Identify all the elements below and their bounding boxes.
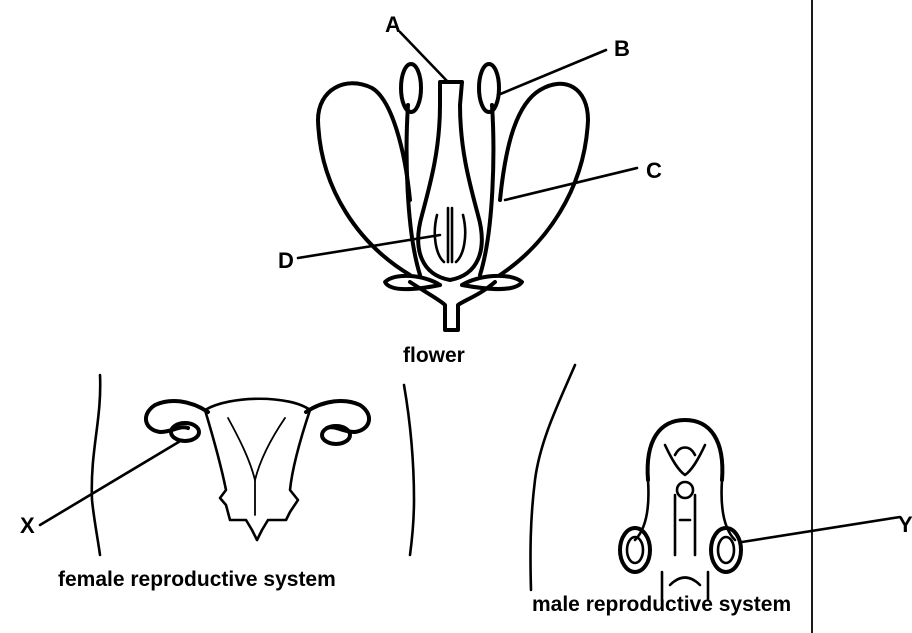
male-right-testis: [711, 528, 741, 572]
flower-diagram: A B C D flower: [278, 12, 662, 367]
flower-left-anther: [401, 64, 421, 112]
male-left-testis: [620, 528, 650, 572]
male-urethra: [675, 495, 695, 555]
label-y: Y: [898, 512, 912, 537]
male-caption: male reproductive system: [532, 593, 791, 616]
female-reproductive-diagram: X female reproductive system: [20, 375, 414, 591]
label-x: X: [20, 513, 35, 538]
flower-pistil: [418, 82, 482, 280]
male-body-outline: [530, 365, 575, 590]
leader-line-x: [40, 440, 182, 525]
flower-stalk: [410, 282, 495, 330]
label-d: D: [278, 248, 294, 273]
leader-line-a: [400, 32, 448, 82]
leader-line-b: [498, 50, 606, 95]
label-a: A: [385, 12, 401, 37]
flower-right-petal: [500, 84, 588, 275]
male-right-testis-inner: [718, 537, 734, 563]
flower-right-anther: [479, 64, 499, 112]
female-caption: female reproductive system: [58, 568, 336, 591]
flower-caption: flower: [403, 344, 465, 367]
leader-line-y: [742, 517, 900, 542]
male-bladder: [648, 420, 723, 480]
male-prostate: [677, 482, 693, 498]
male-reproductive-diagram: Y male reproductive system: [530, 365, 912, 616]
male-seminal-vesicles: [665, 445, 705, 475]
label-b: B: [614, 36, 630, 61]
female-uterine-cavity: [228, 418, 285, 480]
female-body-right-outline: [404, 385, 414, 555]
label-c: C: [646, 158, 662, 183]
female-body-left-outline: [92, 375, 100, 555]
